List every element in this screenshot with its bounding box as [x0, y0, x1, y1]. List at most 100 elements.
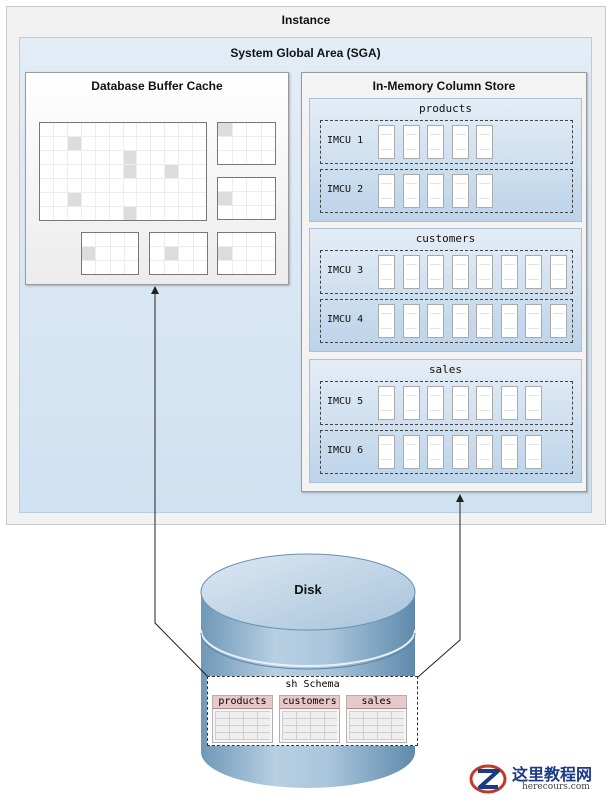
buffer-block — [81, 165, 95, 178]
buffer-block — [123, 179, 137, 192]
buffer-block — [82, 247, 96, 260]
imcu-column-segment — [451, 255, 469, 289]
imcu-column-segment — [402, 386, 420, 420]
buffer-block — [247, 233, 261, 246]
buffer-block — [179, 193, 193, 206]
buffer-block — [40, 123, 53, 136]
buffer-block — [53, 123, 67, 136]
imcu-column-segment — [525, 304, 542, 338]
buffer-block — [96, 261, 110, 274]
imcu-box: IMCU 2 — [320, 169, 573, 213]
imcu-box: IMCU 4 — [320, 299, 573, 343]
imcu-column-segment — [378, 435, 395, 469]
buffer-block — [40, 151, 53, 164]
imcs-table-products: products IMCU 1 IMCU 2 — [309, 98, 582, 222]
buffer-block — [218, 123, 232, 136]
buffer-block — [247, 261, 261, 274]
buffer-block — [123, 123, 137, 136]
buffer-block — [95, 193, 109, 206]
buffer-block — [232, 123, 246, 136]
buffer-block — [261, 137, 275, 150]
buffer-block — [193, 193, 206, 206]
buffer-block — [150, 233, 164, 246]
buffer-block — [165, 165, 179, 178]
buffer-block — [218, 137, 232, 150]
imcu-label: IMCU 1 — [327, 135, 364, 146]
buffer-block — [193, 179, 206, 192]
buffer-block — [247, 137, 261, 150]
buffer-block — [81, 123, 95, 136]
buffer-block — [193, 233, 207, 246]
imcu-column-segment — [500, 435, 518, 469]
buffer-block — [261, 206, 275, 219]
schema-table-rows — [282, 711, 337, 740]
buffer-block — [96, 233, 110, 246]
disk-ridge — [200, 629, 416, 667]
imcu-column-segment — [378, 255, 395, 289]
buffer-block-grid — [217, 177, 276, 220]
buffer-block — [247, 178, 261, 191]
imcu-column-segment — [500, 386, 518, 420]
buffer-block — [179, 247, 193, 260]
schema-table-rows — [215, 711, 270, 740]
imcu-column-segment — [427, 386, 444, 420]
buffer-block — [151, 123, 165, 136]
buffer-block — [53, 165, 67, 178]
buffer-block — [218, 206, 232, 219]
imcu-column-segment — [549, 304, 567, 338]
buffer-block — [179, 165, 193, 178]
buffer-block — [193, 151, 206, 164]
buffer-block — [123, 165, 137, 178]
imcu-box: IMCU 3 — [320, 250, 573, 294]
buffer-block — [123, 151, 137, 164]
buffer-block — [81, 137, 95, 150]
buffer-block — [95, 137, 109, 150]
arrow-to-buffer-cache — [151, 286, 216, 685]
buffer-block — [53, 193, 67, 206]
schema-table-header: customers — [280, 696, 339, 709]
buffer-block — [261, 261, 275, 274]
disk-title: Disk — [294, 582, 322, 597]
buffer-block — [164, 247, 178, 260]
imcu-column-segment — [525, 255, 542, 289]
imcu-column-segment — [427, 125, 444, 159]
buffer-block-grid — [217, 122, 276, 165]
imcu-column-segment — [476, 386, 493, 420]
schema-table-customers: customers — [279, 695, 340, 743]
buffer-cache-title: Database Buffer Cache — [91, 79, 223, 93]
buffer-block — [179, 261, 193, 274]
buffer-block — [81, 151, 95, 164]
buffer-block — [40, 137, 53, 150]
database-buffer-cache: Database Buffer Cache — [25, 72, 289, 285]
buffer-block — [261, 123, 275, 136]
buffer-block — [124, 247, 138, 260]
buffer-block — [232, 178, 246, 191]
buffer-block — [123, 137, 137, 150]
buffer-block — [151, 151, 165, 164]
buffer-block — [193, 137, 206, 150]
buffer-block — [67, 193, 81, 206]
buffer-block — [137, 179, 151, 192]
schema-table-header: sales — [347, 696, 406, 709]
schema-title: sh Schema — [285, 679, 340, 690]
imcu-column-segment — [500, 304, 518, 338]
imcu-label: IMCU 2 — [327, 184, 364, 195]
imcu-column-segment — [427, 304, 444, 338]
imcu-column-segment — [378, 304, 395, 338]
buffer-block — [232, 206, 246, 219]
imcu-label: IMCU 4 — [327, 314, 364, 325]
buffer-block — [165, 179, 179, 192]
imcu-column-segment — [549, 255, 567, 289]
buffer-block — [95, 151, 109, 164]
buffer-block — [218, 247, 232, 260]
buffer-block — [81, 193, 95, 206]
disk-cylinder-top — [200, 553, 416, 631]
imcu-label: IMCU 3 — [327, 265, 364, 276]
buffer-block — [165, 151, 179, 164]
imcu-column-segment — [451, 125, 469, 159]
buffer-block — [110, 247, 124, 260]
buffer-block-grid — [149, 232, 208, 275]
schema-table-rows — [349, 711, 404, 740]
buffer-block — [179, 123, 193, 136]
buffer-block — [179, 207, 193, 220]
